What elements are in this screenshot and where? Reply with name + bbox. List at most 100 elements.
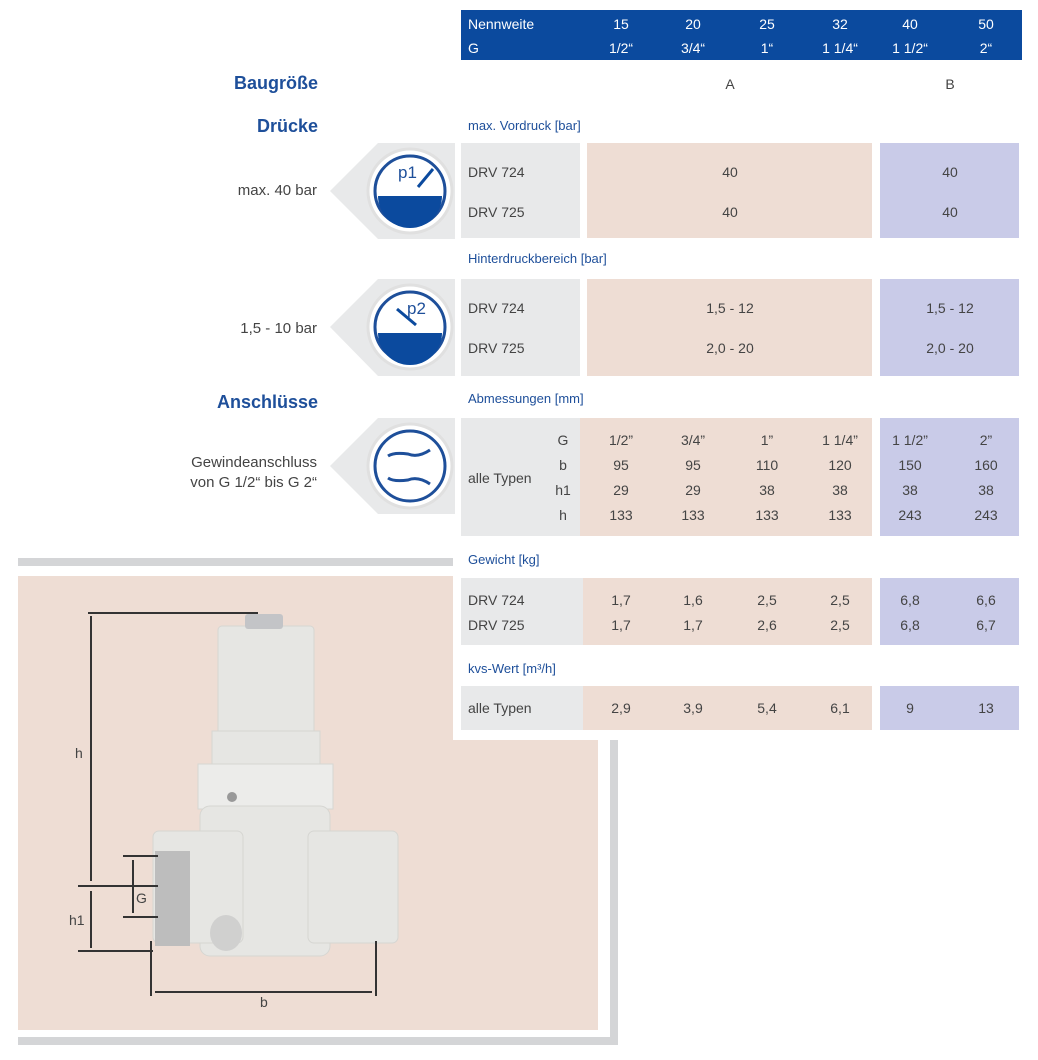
header-g-0: 1/2“ [608, 40, 634, 56]
p1-inlet-pressure-icon: p1 [330, 143, 455, 239]
dimension-value: 133 [755, 507, 779, 523]
heading-druecke: Drücke [256, 116, 318, 136]
header-nennweite-4: 40 [902, 16, 918, 32]
vordruck-value-b: 40 [942, 204, 958, 220]
size-a-label: A [725, 76, 735, 92]
header-nennweite-1: 20 [685, 16, 701, 32]
gewicht-row-label: DRV 725 [468, 617, 525, 633]
abmessungen-size-a-block [580, 418, 872, 536]
dim-h1-label: h1 [69, 912, 85, 928]
header-nennweite-2: 25 [759, 16, 775, 32]
kvs-value: 5,4 [757, 700, 777, 716]
header-nennweite-5: 50 [978, 16, 994, 32]
kvs-row-label: alle Typen [468, 700, 532, 716]
thread-connection-icon [330, 418, 455, 514]
hinterdruck-label-block [461, 279, 580, 376]
vordruck-value-a: 40 [722, 164, 738, 180]
valve-drawing [78, 612, 399, 996]
vordruck-value-b: 40 [942, 164, 958, 180]
kvs-value: 13 [978, 700, 994, 716]
dimension-value: 1/2” [608, 432, 634, 448]
dimension-value: 133 [681, 507, 705, 523]
gewicht-value: 2,6 [757, 617, 777, 633]
vordruck-label-block [461, 143, 580, 238]
gewicht-size-b-block [880, 578, 1019, 645]
gewicht-value: 6,6 [976, 592, 996, 608]
abmessungen-row-label: alle Typen [468, 470, 532, 486]
anschluss-line1: Gewindeanschluss [191, 454, 317, 471]
dimension-value: 160 [974, 457, 998, 473]
gewicht-value: 6,7 [976, 617, 996, 633]
dimension-key: h [559, 507, 567, 523]
dimension-key: b [559, 457, 567, 473]
dimension-value: 29 [613, 482, 629, 498]
dimension-value: 133 [609, 507, 633, 523]
kvs-value: 6,1 [830, 700, 850, 716]
gewicht-value: 2,5 [830, 617, 850, 633]
vordruck-size-b-block [880, 143, 1019, 238]
size-b-label: B [945, 76, 955, 92]
abmessungen-size-b-block [880, 418, 1019, 536]
gewicht-value: 6,8 [900, 592, 920, 608]
dimension-value: 95 [613, 457, 629, 473]
header-nennweite-0: 15 [613, 16, 629, 32]
dimension-value: 150 [898, 457, 922, 473]
frame-right [610, 740, 618, 1045]
hinterdruck-value-b: 1,5 - 12 [926, 300, 974, 316]
dim-h-label: h [75, 745, 83, 761]
header-label-nennweite: Nennweite [468, 16, 535, 32]
gewicht-value: 1,6 [683, 592, 703, 608]
dimension-value: 38 [759, 482, 775, 498]
heading-baugroesse: Baugröße [233, 73, 318, 93]
kvs-value: 3,9 [683, 700, 703, 716]
hinterdruck-title: Hinterdruckbereich [bar] [468, 251, 607, 266]
dimension-value: 1 1/2” [892, 432, 928, 448]
dimension-value: 38 [978, 482, 994, 498]
gewicht-value: 2,5 [757, 592, 777, 608]
dimension-value: 95 [685, 457, 701, 473]
kvs-title: kvs-Wert [m³/h] [468, 661, 556, 676]
dim-b-label: b [260, 994, 268, 1010]
hinterdruck-row-label: DRV 724 [468, 300, 525, 316]
gewicht-size-a-block [583, 578, 872, 645]
p2-icon-label: p2 [407, 299, 426, 318]
p1-text: max. 40 bar [237, 182, 317, 199]
header-g-1: 3/4“ [680, 40, 706, 56]
vordruck-title: max. Vordruck [bar] [468, 118, 581, 133]
abmessungen-label-block [461, 418, 580, 536]
hinterdruck-row-label: DRV 725 [468, 340, 525, 356]
kvs-size-a-block [583, 686, 872, 730]
dimension-key: h1 [555, 482, 571, 498]
vordruck-value-a: 40 [722, 204, 738, 220]
dimension-key: G [557, 432, 569, 448]
dimension-value: 1” [760, 432, 774, 448]
dim-g-label: G [136, 890, 147, 906]
dimension-value: 110 [755, 457, 779, 473]
header-nennweite-3: 32 [832, 16, 848, 32]
p2-outlet-pressure-icon: p2 [330, 279, 455, 376]
gewicht-value: 2,5 [830, 592, 850, 608]
divider-top [18, 558, 454, 566]
p2-text: 1,5 - 10 bar [240, 320, 317, 337]
gewicht-value: 1,7 [611, 617, 631, 633]
dimension-value: 38 [832, 482, 848, 498]
p1-icon-label: p1 [398, 163, 417, 182]
dimension-value: 29 [685, 482, 701, 498]
dimension-value: 243 [974, 507, 998, 523]
hinterdruck-value-a: 2,0 - 20 [706, 340, 754, 356]
heading-anschluesse: Anschlüsse [216, 392, 318, 412]
vordruck-row-label: DRV 724 [468, 164, 525, 180]
gewicht-value: 6,8 [900, 617, 920, 633]
header-label-g: G [468, 40, 479, 56]
frame-bottom [18, 1037, 618, 1045]
kvs-size-b-block [880, 686, 1019, 730]
dimension-value: 38 [902, 482, 918, 498]
dimension-value: 243 [898, 507, 922, 523]
header-g-3: 1 1/4“ [822, 40, 858, 56]
header-g-5: 2“ [979, 40, 993, 56]
gewicht-row-label: DRV 724 [468, 592, 525, 608]
dimension-value: 120 [828, 457, 852, 473]
dimension-value: 3/4” [680, 432, 706, 448]
hinterdruck-value-a: 1,5 - 12 [706, 300, 754, 316]
